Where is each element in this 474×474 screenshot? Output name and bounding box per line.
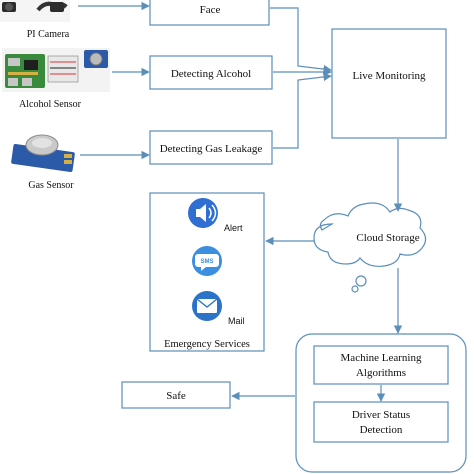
arrow-face-to-live — [270, 7, 332, 74]
alcohol-sensor-image — [2, 48, 110, 92]
cloud-storage: Cloud Storage — [313, 202, 427, 293]
live-monitoring-box: Live Monitoring — [331, 28, 447, 139]
detecting-gas-label: Detecting Gas Leakage — [160, 143, 263, 155]
driver-status-box: Driver Status Detection — [313, 401, 449, 443]
face-label: Face — [200, 4, 221, 16]
sms-icon: SMS — [192, 246, 222, 276]
live-monitoring-label: Live Monitoring — [352, 70, 426, 82]
ml-algorithms-box: Machine Learning Algorithms — [313, 345, 449, 385]
alcohol-sensor-label: Alcohol Sensor — [19, 99, 82, 110]
mail-label: Mail — [228, 316, 245, 326]
detecting-alcohol-box: Detecting Alcohol — [149, 55, 273, 90]
pi-camera-image — [0, 0, 70, 22]
ml-algorithms-line2: Algorithms — [356, 367, 406, 379]
cloud-storage-label: Cloud Storage — [356, 232, 419, 244]
gas-sensor-label: Gas Sensor — [28, 180, 74, 191]
arrow-gas-to-live — [273, 72, 332, 149]
mail-icon — [192, 291, 222, 321]
detecting-alcohol-label: Detecting Alcohol — [171, 68, 251, 80]
face-box: Face — [149, 0, 270, 26]
gas-sensor-image — [11, 134, 75, 172]
sms-text: SMS — [200, 259, 213, 265]
driver-status-line1: Driver Status — [352, 409, 410, 421]
emergency-services-title: Emergency Services — [164, 339, 250, 350]
safe-box: Safe — [121, 381, 231, 409]
emergency-services-box: Alert SMS Mail Emergency Services — [149, 192, 265, 352]
driver-status-line2: Detection — [360, 424, 403, 436]
alert-speaker-icon — [188, 198, 218, 228]
alert-label: Alert — [224, 223, 243, 233]
analysis-container: Machine Learning Algorithms Driver Statu… — [295, 333, 467, 473]
detecting-gas-box: Detecting Gas Leakage — [149, 130, 273, 165]
pi-camera-label: PI Camera — [27, 29, 70, 40]
safe-label: Safe — [166, 390, 186, 402]
ml-algorithms-line1: Machine Learning — [341, 352, 422, 364]
